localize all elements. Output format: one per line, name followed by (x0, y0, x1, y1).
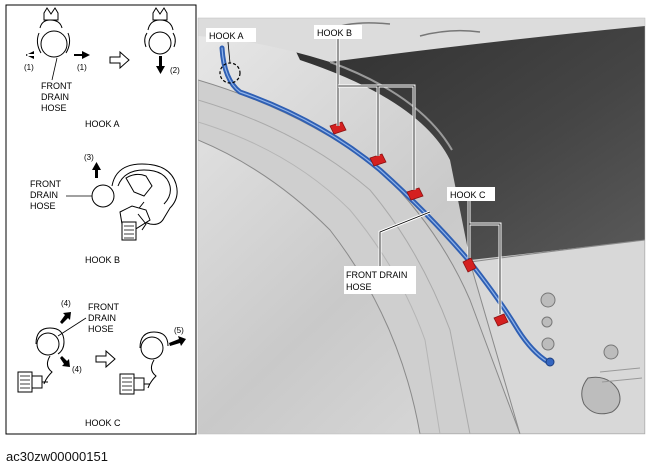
arrow-right-icon (74, 51, 90, 59)
hook-a-hose-circle (40, 30, 68, 58)
arrow-down-right-icon (60, 356, 70, 367)
hook-c-title: HOOK C (85, 418, 121, 428)
hose-end (545, 357, 555, 367)
roof-cavity (280, 18, 645, 260)
arrow-down-icon (156, 56, 165, 74)
vehicle-photo (198, 18, 645, 434)
hook-a-hose-label-3: HOSE (41, 103, 67, 113)
hook-b-step-3: (3) (84, 153, 94, 162)
arrow-up-right-icon (60, 312, 71, 324)
callout-hook-b: HOOK B (314, 25, 416, 190)
svg-text:HOOK A: HOOK A (209, 31, 244, 41)
hook-c-clip-1 (462, 257, 477, 273)
photo-frame (197, 17, 646, 435)
hook-a-step-1-left: (1) (24, 63, 34, 72)
hook-b-diagram: (3) FRONT DRAIN HOSE HOOK B (30, 153, 178, 265)
arrow-right-up-icon (169, 336, 186, 346)
hook-b-hose-label-2: DRAIN (30, 190, 58, 200)
hollow-arrow-icon (109, 50, 130, 70)
hook-b-title: HOOK B (85, 255, 120, 265)
arrow-up-icon (92, 162, 101, 178)
hook-a-step-2: (2) (170, 66, 180, 75)
hook-c-hose-label-1: FRONT (88, 302, 119, 312)
callout-front-drain-hose: FRONT DRAIN HOSE (344, 210, 431, 294)
hook-b-hose-label-3: HOSE (30, 201, 56, 211)
arrow-left-icon (26, 51, 34, 59)
hook-c-hose-label-3: HOSE (88, 324, 114, 334)
hook-a-hose-label-1: FRONT (41, 81, 72, 91)
callout-hook-a: HOOK A (206, 28, 256, 64)
hook-c-hose-label-2: DRAIN (88, 313, 116, 323)
hook-b-hose-circle (91, 184, 115, 208)
svg-text:HOSE: HOSE (346, 282, 372, 292)
left-panel-frame (5, 4, 197, 435)
svg-text:HOOK B: HOOK B (317, 28, 352, 38)
svg-text:HOOK C: HOOK C (450, 190, 486, 200)
figure-caption: ac30zw00000151 (6, 449, 108, 464)
hook-c-hose-circle (36, 332, 60, 356)
hook-c-diagram: (4) FRONT DRAIN HOSE (4) (5) HOOK C (17, 299, 186, 428)
hook-c-clip-2 (493, 313, 509, 327)
hook-a-hose-label-2: DRAIN (41, 92, 69, 102)
hook-a-diagram: (1) (1) FRONT DRAIN HOSE (2) HOOK A (24, 7, 180, 129)
hollow-arrow-c-icon (95, 349, 116, 369)
hook-c-step-4-bottom: (4) (72, 365, 82, 374)
hook-a-step-1-right: (1) (77, 63, 87, 72)
svg-text:FRONT DRAIN: FRONT DRAIN (346, 270, 407, 280)
hook-a-title: HOOK A (85, 119, 120, 129)
hook-b-hose-label-1: FRONT (30, 179, 61, 189)
hook-c-step-5: (5) (174, 326, 184, 335)
hook-c-step-4-top: (4) (61, 299, 71, 308)
callout-hook-c: HOOK C (447, 187, 502, 314)
